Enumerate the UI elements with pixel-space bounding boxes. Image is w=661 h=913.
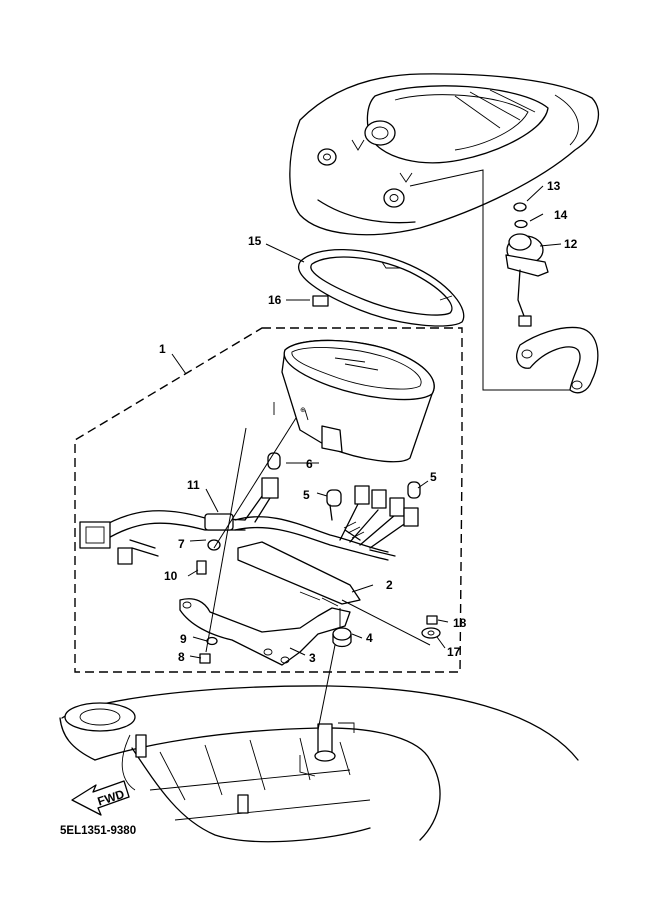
callout-3: 3	[309, 651, 316, 665]
diagram-code: 5EL1351-9380	[60, 825, 136, 837]
callout-8: 8	[178, 650, 185, 664]
callout-18: 18	[453, 616, 467, 630]
handlebar-cover	[289, 73, 600, 236]
callout-2: 2	[386, 578, 393, 592]
callout-10: 10	[164, 569, 178, 583]
meter-assembly: ⊕	[273, 339, 435, 463]
part-2-plate	[237, 541, 361, 605]
callout-1: 1	[159, 342, 166, 356]
callout-6: 6	[306, 457, 313, 471]
forward-direction-arrow: FWD	[71, 780, 130, 816]
part-3-stay	[179, 598, 351, 666]
fasteners	[196, 560, 441, 664]
callout-7: 7	[178, 537, 185, 551]
cover-bracket	[516, 326, 599, 394]
part-4-grommet	[332, 627, 352, 641]
callout-4: 4	[366, 631, 373, 645]
callout-14: 14	[554, 208, 568, 222]
callout-17: 17	[447, 645, 461, 659]
callout-11: 11	[187, 478, 200, 492]
callout-9: 9	[180, 632, 187, 646]
wire-harness	[79, 452, 421, 565]
callout-13: 13	[547, 179, 561, 193]
svg-text:⊕: ⊕	[300, 407, 306, 414]
part-15-meter-ring	[298, 248, 465, 327]
leader-lines	[171, 185, 562, 731]
callout-16: 16	[268, 293, 282, 307]
callout-5-right: 5	[430, 470, 437, 484]
callout-5-center: 5	[303, 488, 310, 502]
callout-15: 15	[248, 234, 262, 248]
callout-12: 12	[564, 237, 578, 251]
assembly-outline	[74, 327, 463, 673]
part-12-switch	[505, 202, 549, 327]
lower-body	[59, 685, 579, 843]
